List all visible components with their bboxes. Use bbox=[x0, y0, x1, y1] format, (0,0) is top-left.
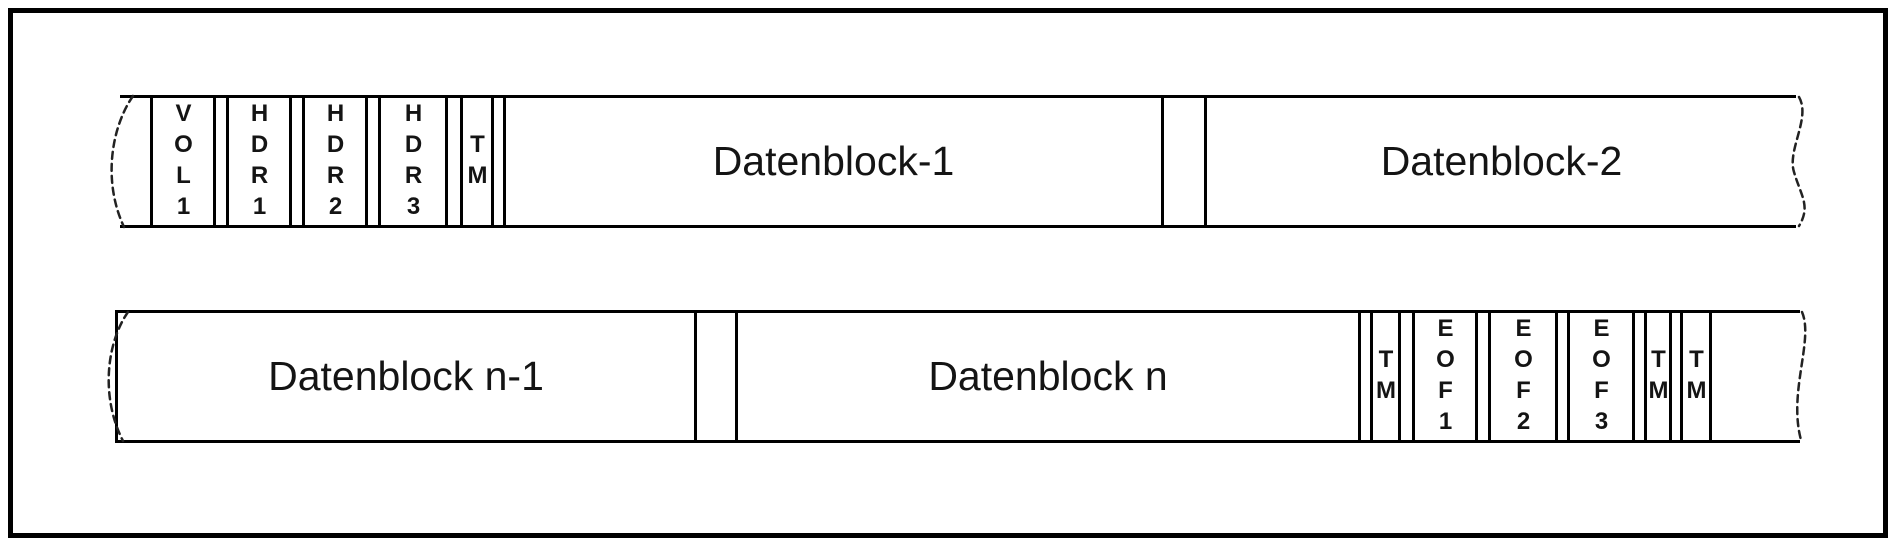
cell-label: VOL1 bbox=[170, 99, 197, 224]
cell-eof1: EOF1 bbox=[1412, 313, 1478, 440]
cell-label: HDR1 bbox=[246, 99, 273, 224]
cell-tapemark-2: TM bbox=[1370, 313, 1401, 440]
cell-label: TM bbox=[1645, 345, 1672, 408]
cell-label: Datenblock n-1 bbox=[268, 353, 544, 399]
cell-tapemark-4: TM bbox=[1680, 313, 1712, 440]
cell-hdr1: HDR1 bbox=[226, 98, 292, 225]
cell-label: Datenblock-1 bbox=[712, 138, 955, 184]
cell-label: EOF1 bbox=[1432, 314, 1459, 439]
tape-band-start: VOL1 HDR1 HDR2 HDR3 TM Datenblock-1 Date… bbox=[120, 95, 1796, 228]
outer-border bbox=[8, 8, 1888, 538]
cell-label: HDR2 bbox=[322, 99, 349, 224]
cell-tapemark-1: TM bbox=[460, 98, 494, 225]
cell-vol1: VOL1 bbox=[150, 98, 216, 225]
cell-datenblock-2: Datenblock-2 bbox=[1204, 98, 1796, 225]
cell-label: TM bbox=[464, 130, 491, 193]
cell-label: Datenblock n bbox=[928, 353, 1168, 399]
cell-label: HDR3 bbox=[400, 99, 427, 224]
cell-eof2: EOF2 bbox=[1488, 313, 1558, 440]
cell-label: Datenblock-2 bbox=[1380, 138, 1623, 184]
cell-hdr2: HDR2 bbox=[302, 98, 368, 225]
cell-datenblock-n: Datenblock n bbox=[735, 313, 1361, 440]
cell-datenblock-1: Datenblock-1 bbox=[503, 98, 1164, 225]
tape-band-end: Datenblock n-1 Datenblock n TM EOF1 EOF2… bbox=[115, 310, 1800, 443]
cell-hdr3: HDR3 bbox=[378, 98, 448, 225]
cell-label: EOF2 bbox=[1510, 314, 1537, 439]
cell-eof3: EOF3 bbox=[1567, 313, 1635, 440]
cell-datenblock-n-1: Datenblock n-1 bbox=[115, 313, 697, 440]
cell-label: TM bbox=[1683, 345, 1710, 408]
cell-label: EOF3 bbox=[1588, 314, 1615, 439]
cell-tapemark-3: TM bbox=[1644, 313, 1672, 440]
cell-label: TM bbox=[1372, 345, 1400, 408]
